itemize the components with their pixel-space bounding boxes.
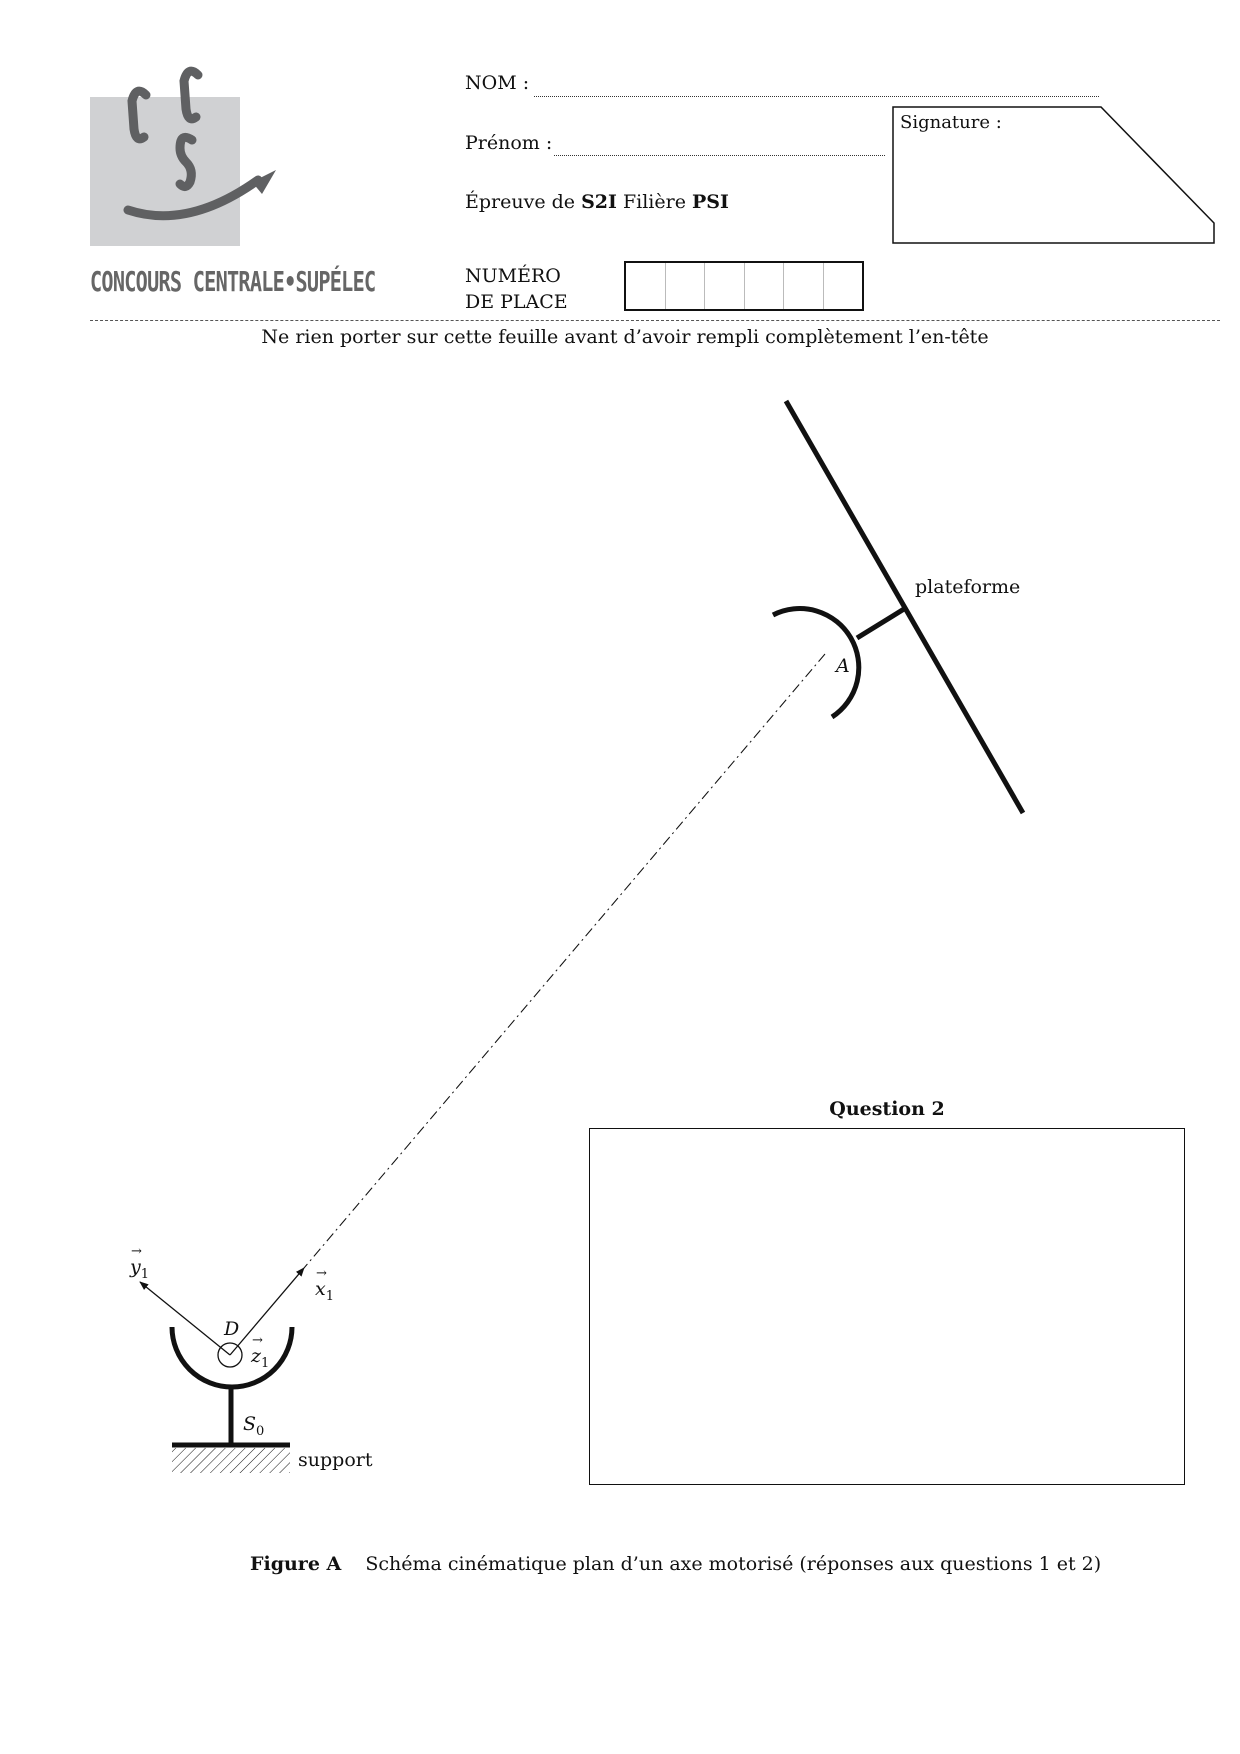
epreuve-prefix: Épreuve de (465, 191, 576, 213)
x1-vector (229, 1267, 305, 1356)
prenom-field[interactable] (554, 155, 885, 156)
brand-name: CONCOURS CENTRALE•SUPÉLEC (90, 265, 376, 298)
cut-line (90, 320, 1220, 321)
question-2-answer-box[interactable] (589, 1128, 1185, 1485)
numero-label: NUMÉRO DE PLACE (465, 263, 568, 315)
filiere-label: Filière (622, 191, 686, 213)
point-A-label: A (836, 655, 850, 677)
y1-label: →y1 (130, 1244, 150, 1282)
x1-label: →x1 (315, 1266, 334, 1304)
nom-label: NOM : (465, 72, 530, 94)
numero-place-field[interactable] (624, 261, 864, 311)
question-2-title: Question 2 (829, 1098, 945, 1120)
point-D-label: D (224, 1318, 240, 1340)
numero-line1: NUMÉRO (465, 265, 561, 287)
plateforme-label: plateforme (915, 576, 1021, 598)
plateforme-link (855, 606, 906, 641)
support-label: support (298, 1449, 373, 1471)
plateforme-line (783, 399, 1026, 815)
figure-caption: Figure A Schéma cinématique plan d’un ax… (250, 1553, 1101, 1575)
numero-cell[interactable] (745, 263, 784, 309)
prenom-label: Prénom : (465, 132, 553, 154)
joint-A-arc (771, 606, 862, 720)
z1-out-of-plane-icon (217, 1342, 243, 1368)
numero-cell[interactable] (626, 263, 666, 309)
filiere-value: PSI (692, 191, 729, 213)
caption-label: Figure A (250, 1553, 342, 1575)
numero-cell[interactable] (666, 263, 705, 309)
signature-label: Signature : (900, 112, 1002, 133)
numero-line2: DE PLACE (465, 291, 568, 313)
header-notice: Ne rien porter sur cette feuille avant d… (261, 326, 989, 348)
y1-vector (139, 1281, 231, 1356)
axis-DA (303, 653, 826, 1269)
z1-label: →z1 (251, 1333, 270, 1371)
epreuve-subject: S2I (581, 191, 617, 213)
caption-text: Schéma cinématique plan d’un axe motoris… (365, 1553, 1102, 1575)
ground-hatch (172, 1448, 290, 1473)
numero-cell[interactable] (784, 263, 824, 309)
nom-field[interactable] (534, 96, 1099, 97)
numero-cell[interactable] (705, 263, 745, 309)
s0-label: S0 (243, 1413, 265, 1439)
epreuve-line: Épreuve de S2I Filière PSI (465, 191, 729, 213)
